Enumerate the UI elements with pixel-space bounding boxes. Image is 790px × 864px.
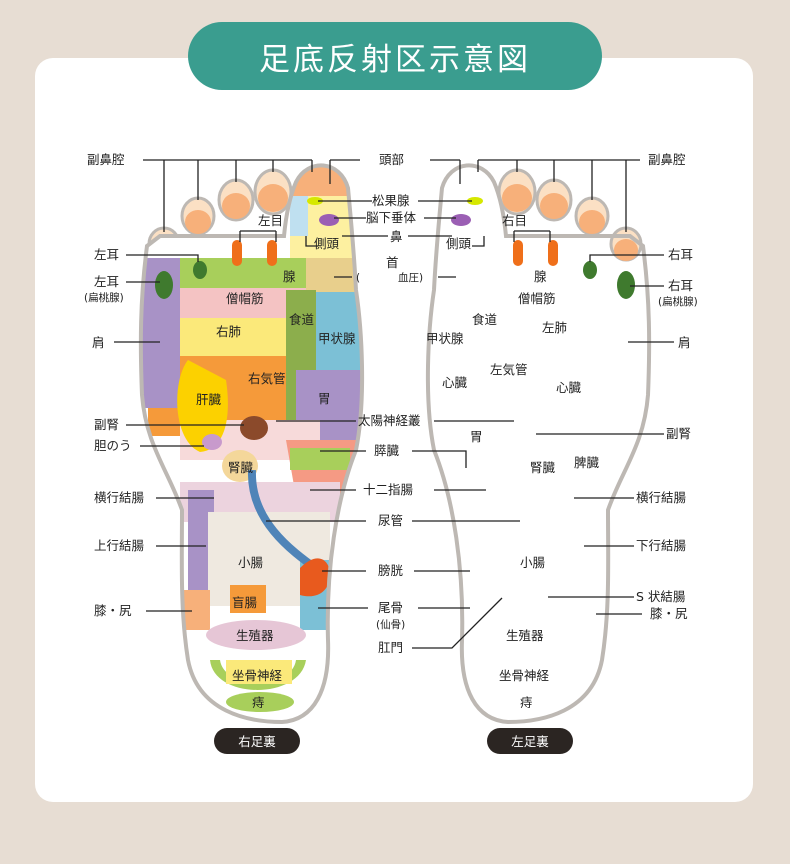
zone-esophagus-right: 食道: [289, 312, 315, 327]
label-pineal: 松果腺: [372, 193, 410, 208]
zone-sciatic-right: 坐骨神経: [232, 668, 283, 683]
zone-cecum: 盲腸: [232, 595, 258, 610]
label-paren: (: [356, 272, 360, 284]
label-shoulder-right: 肩: [92, 335, 105, 350]
label-knee-left: 膝・尻: [650, 606, 688, 621]
zone-temporal-left: 側頭: [446, 236, 472, 251]
leader-lines: [114, 159, 674, 649]
label-left-ear-top: 左耳: [94, 247, 119, 262]
zone-lung-right: 右肺: [216, 324, 241, 339]
label-solar-plexus: 太陽神経叢: [358, 413, 421, 428]
label-tonsil-left: (扁桃腺): [658, 295, 698, 308]
page-title: 足底反射区示意図: [188, 22, 602, 90]
label-transverse-left: 横行結腸: [636, 490, 687, 505]
label-pituitary: 脳下垂体: [366, 210, 417, 225]
label-left-ear: 左耳: [94, 274, 119, 289]
zone-gland-right: 腺: [283, 269, 296, 284]
label-bladder: 膀胱: [378, 563, 404, 578]
label-adrenal-left: 副腎: [666, 426, 691, 441]
label-ascending-colon: 上行結腸: [94, 538, 145, 553]
label-right-ear-top: 右耳: [668, 247, 693, 262]
label-sinus-left: 副鼻腔: [648, 152, 686, 167]
label-right-ear: 右耳: [668, 278, 693, 293]
label-pancreas: 膵臓: [374, 443, 400, 458]
zone-sciatic-left: 坐骨神経: [499, 668, 550, 683]
label-shoulder-left: 肩: [678, 335, 691, 350]
zone-bronchus-left: 左気管: [490, 362, 528, 377]
callout-labels: 副鼻腔 副鼻腔 頭部 松果腺 脳下垂体 鼻 首 ( 血圧) 左耳 左耳 (扁桃腺…: [84, 152, 698, 655]
zone-labels: 左目 右目 側頭 側頭 腺 腺 僧帽筋 僧帽筋 食道 食道 右肺 左肺 甲状腺 …: [196, 213, 600, 710]
zone-kidney-left: 腎臓: [530, 460, 556, 475]
caption-left-pill: [487, 728, 573, 754]
zone-gland-left: 腺: [534, 269, 547, 284]
label-nose: 鼻: [390, 229, 403, 244]
label-gallbladder: 胆のう: [94, 438, 132, 453]
zone-reproductive-right: 生殖器: [236, 628, 274, 643]
foot-captions: 右足裏 左足裏: [214, 728, 573, 754]
zone-lung-left: 左肺: [542, 320, 567, 335]
label-ureter: 尿管: [378, 513, 403, 528]
label-blood-pressure: 血圧): [398, 271, 423, 284]
label-descending-colon: 下行結腸: [636, 538, 687, 553]
zone-stomach-right: 胃: [318, 391, 331, 406]
label-coccyx: 尾骨: [378, 600, 403, 615]
zone-heart-left: 心臓: [442, 375, 468, 390]
zone-hemorrhoid-left: 痔: [520, 695, 533, 710]
zone-small-intestine-left: 小腸: [520, 555, 546, 570]
caption-right-pill: [214, 728, 300, 754]
left-foot: [425, 163, 652, 725]
zone-reproductive-left: 生殖器: [506, 628, 544, 643]
zone-small-intestine-right: 小腸: [238, 555, 264, 570]
label-anus: 肛門: [378, 640, 403, 655]
zone-trapezius-right: 僧帽筋: [226, 291, 264, 306]
zone-heart-main: 心臓: [556, 380, 582, 395]
zone-right-eye: 右目: [502, 213, 527, 228]
zone-thyroid-left: 甲状腺: [426, 331, 464, 346]
zone-spleen: 脾臓: [574, 455, 600, 470]
label-tonsil-right: (扁桃腺): [84, 291, 124, 304]
zone-stomach-left: 胃: [470, 429, 483, 444]
zone-thyroid-right: 甲状腺: [318, 331, 356, 346]
label-neck: 首: [386, 255, 399, 270]
label-transverse-right: 横行結腸: [94, 490, 145, 505]
label-duodenum: 十二指腸: [363, 482, 414, 497]
zone-esophagus-left: 食道: [472, 312, 498, 327]
caption-right-foot: 右足裏: [238, 734, 276, 749]
label-sacrum: (仙骨): [376, 618, 405, 631]
label-sinus-right: 副鼻腔: [87, 152, 125, 167]
label-adrenal-right: 副腎: [94, 417, 119, 432]
zone-hemorrhoid-right: 痔: [252, 695, 265, 710]
zone-liver: 肝臓: [196, 392, 222, 407]
zone-temporal-right: 側頭: [314, 236, 340, 251]
label-knee-right: 膝・尻: [94, 603, 132, 618]
zone-bronchus-right: 右気管: [248, 371, 286, 386]
zone-trapezius-left: 僧帽筋: [518, 291, 556, 306]
zone-left-eye: 左目: [258, 213, 283, 228]
zone-kidney-right: 腎臓: [228, 460, 254, 475]
label-sigmoid: S 状結腸: [636, 589, 686, 604]
label-head: 頭部: [379, 152, 404, 167]
caption-left-foot: 左足裏: [511, 734, 549, 749]
